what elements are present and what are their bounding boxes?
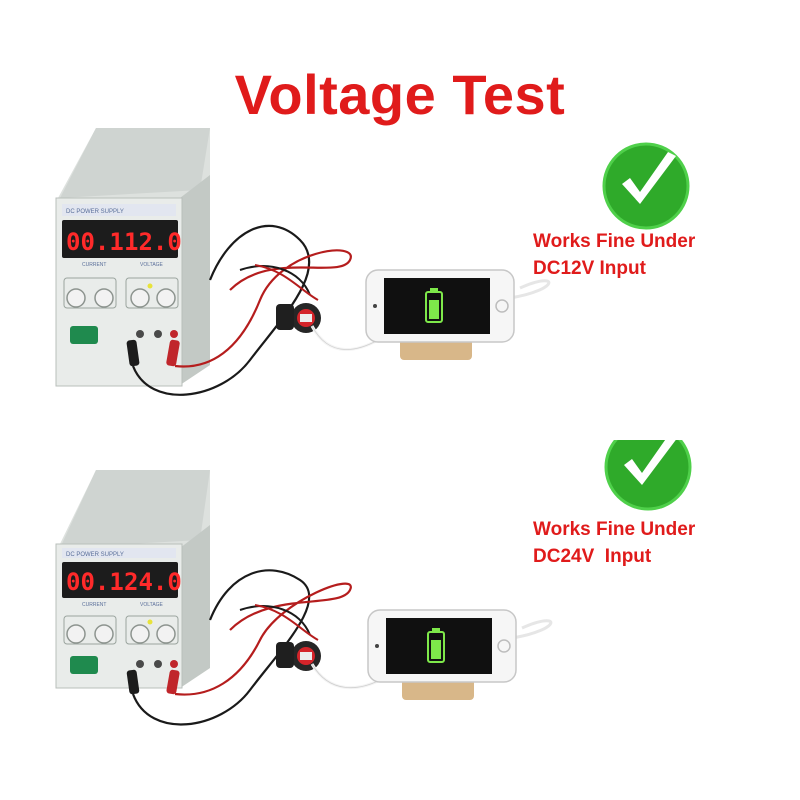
- voltage-test-scene-1: DC POWER SUPPLY 00.1 12.0 CURRENT VOLTAG…: [0, 120, 800, 450]
- battery-cap: [432, 628, 440, 632]
- checkmark-glyph: [624, 440, 676, 485]
- voltage-coarse-knob: [130, 288, 150, 308]
- red-wire: [174, 249, 352, 368]
- red-wire-2: [254, 604, 319, 641]
- current-label: CURRENT: [82, 602, 106, 608]
- indicator-led: [147, 619, 153, 625]
- power-supply-top: [60, 128, 210, 198]
- battery-charge-fill: [429, 300, 439, 319]
- red-probe: [166, 339, 180, 367]
- usb-port: [300, 314, 312, 322]
- lightning-cable: [509, 279, 551, 300]
- red-wire-2: [254, 264, 319, 301]
- current-label: CURRENT: [82, 262, 106, 268]
- phone-camera: [373, 304, 377, 308]
- voltage-knob-group: [125, 277, 179, 309]
- page-title: Voltage Test: [234, 63, 566, 126]
- voltage-coarse-knob: [130, 624, 150, 644]
- current-fine-knob: [94, 624, 114, 644]
- lightning-cable: [511, 619, 553, 640]
- black-wire-2: [239, 265, 311, 296]
- check-badge-rim: [602, 142, 690, 230]
- voltage-test-scene-2: DC POWER SUPPLY 00.1 24.0 CURRENT VOLTAG…: [0, 440, 800, 770]
- terminal-ground: [154, 660, 162, 668]
- current-coarse-knob: [66, 624, 86, 644]
- voltage-display: 24.0: [124, 568, 182, 596]
- checkmark-glyph: [622, 152, 676, 204]
- caption-line-1: Works Fine Under: [533, 519, 696, 540]
- check-badge-rim: [604, 440, 692, 511]
- voltage-display: 12.0: [124, 228, 182, 256]
- caption-line-1: Works Fine Under: [533, 231, 696, 252]
- voltage-label: VOLTAGE: [140, 602, 164, 608]
- power-supply-side: [180, 175, 210, 385]
- power-switch: [70, 656, 98, 674]
- black-probe: [126, 339, 140, 367]
- caption-line-2: DC24V Input: [533, 546, 652, 567]
- voltage-label: VOLTAGE: [140, 262, 164, 268]
- usb-cable-outline: [311, 663, 381, 689]
- voltage-fine-knob: [156, 288, 176, 308]
- black-probe: [126, 669, 140, 695]
- brand-strip: [62, 548, 176, 558]
- indicator-led: [147, 283, 153, 289]
- phone-camera: [375, 644, 379, 648]
- terminal-red: [170, 660, 178, 668]
- terminal-ground: [154, 330, 162, 338]
- test-photo-2: DC POWER SUPPLY 00.1 24.0 CURRENT VOLTAG…: [55, 440, 692, 726]
- caption-line-2: DC12V Input: [533, 258, 646, 279]
- usb-socket-clip: [276, 642, 294, 668]
- power-supply-side: [180, 525, 210, 688]
- voltage-knob-group: [125, 615, 179, 645]
- black-wire: [131, 569, 311, 726]
- usb-cable-outline: [311, 325, 379, 350]
- led-display: [62, 562, 178, 598]
- red-probe: [166, 669, 180, 695]
- brand-strip: [62, 204, 176, 216]
- led-display: [62, 220, 178, 258]
- current-fine-knob: [94, 288, 114, 308]
- current-display: 00.1: [66, 228, 124, 256]
- red-wire: [174, 582, 352, 696]
- power-switch: [70, 326, 98, 344]
- phone-home-button: [497, 639, 511, 653]
- current-knob-group: [63, 277, 117, 309]
- battery-charge-fill: [431, 640, 441, 659]
- terminal-red: [170, 330, 178, 338]
- black-wire-2: [239, 605, 311, 636]
- battery-cap: [430, 288, 438, 292]
- phone-home-button: [495, 299, 509, 313]
- power-supply-top: [60, 470, 210, 548]
- black-wire: [131, 224, 311, 396]
- brand-text: DC POWER SUPPLY: [66, 209, 124, 215]
- brand-text: DC POWER SUPPLY: [66, 552, 124, 558]
- voltage-fine-knob: [156, 624, 176, 644]
- usb-socket-clip: [276, 304, 294, 330]
- test-caption-2: Works Fine Under DC24V Input: [533, 516, 793, 570]
- terminal-black: [136, 330, 144, 338]
- test-caption-1: Works Fine Under DC12V Input: [533, 228, 793, 282]
- terminal-black: [136, 660, 144, 668]
- current-knob-group: [63, 615, 117, 645]
- usb-port: [300, 652, 312, 660]
- current-coarse-knob: [66, 288, 86, 308]
- current-display: 00.1: [66, 568, 124, 596]
- test-photo-1: DC POWER SUPPLY 00.1 12.0 CURRENT VOLTAG…: [55, 128, 690, 396]
